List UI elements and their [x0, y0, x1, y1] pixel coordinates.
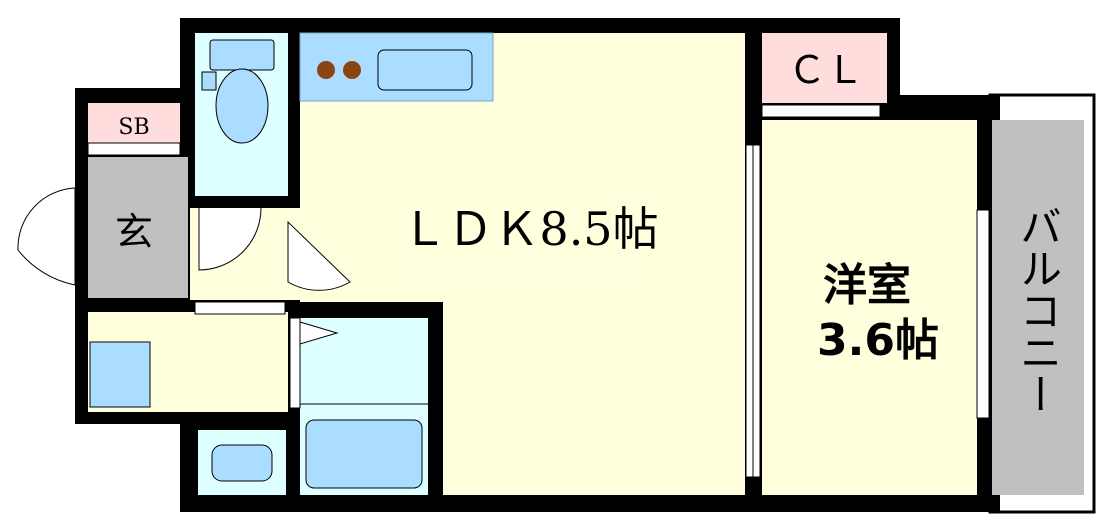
bedroom	[762, 120, 977, 495]
toilet-room	[195, 33, 288, 196]
washing-machine-icon	[89, 341, 151, 408]
burner-icon	[317, 61, 335, 79]
toilet-tank-icon	[209, 39, 275, 71]
balcony-window	[976, 209, 990, 419]
sink-icon	[377, 49, 473, 91]
entrance-floor	[88, 157, 188, 298]
kitchen-counter	[299, 32, 494, 102]
bedroom-size-label: 3.6帖	[817, 315, 939, 366]
entrance-door	[17, 187, 76, 286]
closet	[762, 33, 887, 103]
bath-door-icon	[299, 321, 339, 345]
bedroom-name-label: 洋室	[823, 260, 911, 311]
closet-label: ＣＬ	[788, 48, 864, 92]
burner-icon	[343, 61, 361, 79]
toilet-door	[198, 207, 262, 271]
shoe-box-label: SB	[118, 115, 149, 140]
entrance-label: 玄	[115, 210, 153, 254]
bathtub-icon	[305, 419, 423, 489]
ldk-label: ＬＤＫ8.5帖	[401, 202, 658, 256]
toilet-bowl-icon	[215, 68, 269, 144]
wash-basin-icon	[211, 444, 273, 482]
balcony	[992, 120, 1084, 495]
ldk-door	[287, 220, 351, 291]
balcony-label: バルコニー	[1014, 205, 1063, 415]
watermark: minamini(株)ベスト	[397, 257, 643, 287]
shoe-box	[88, 103, 180, 143]
